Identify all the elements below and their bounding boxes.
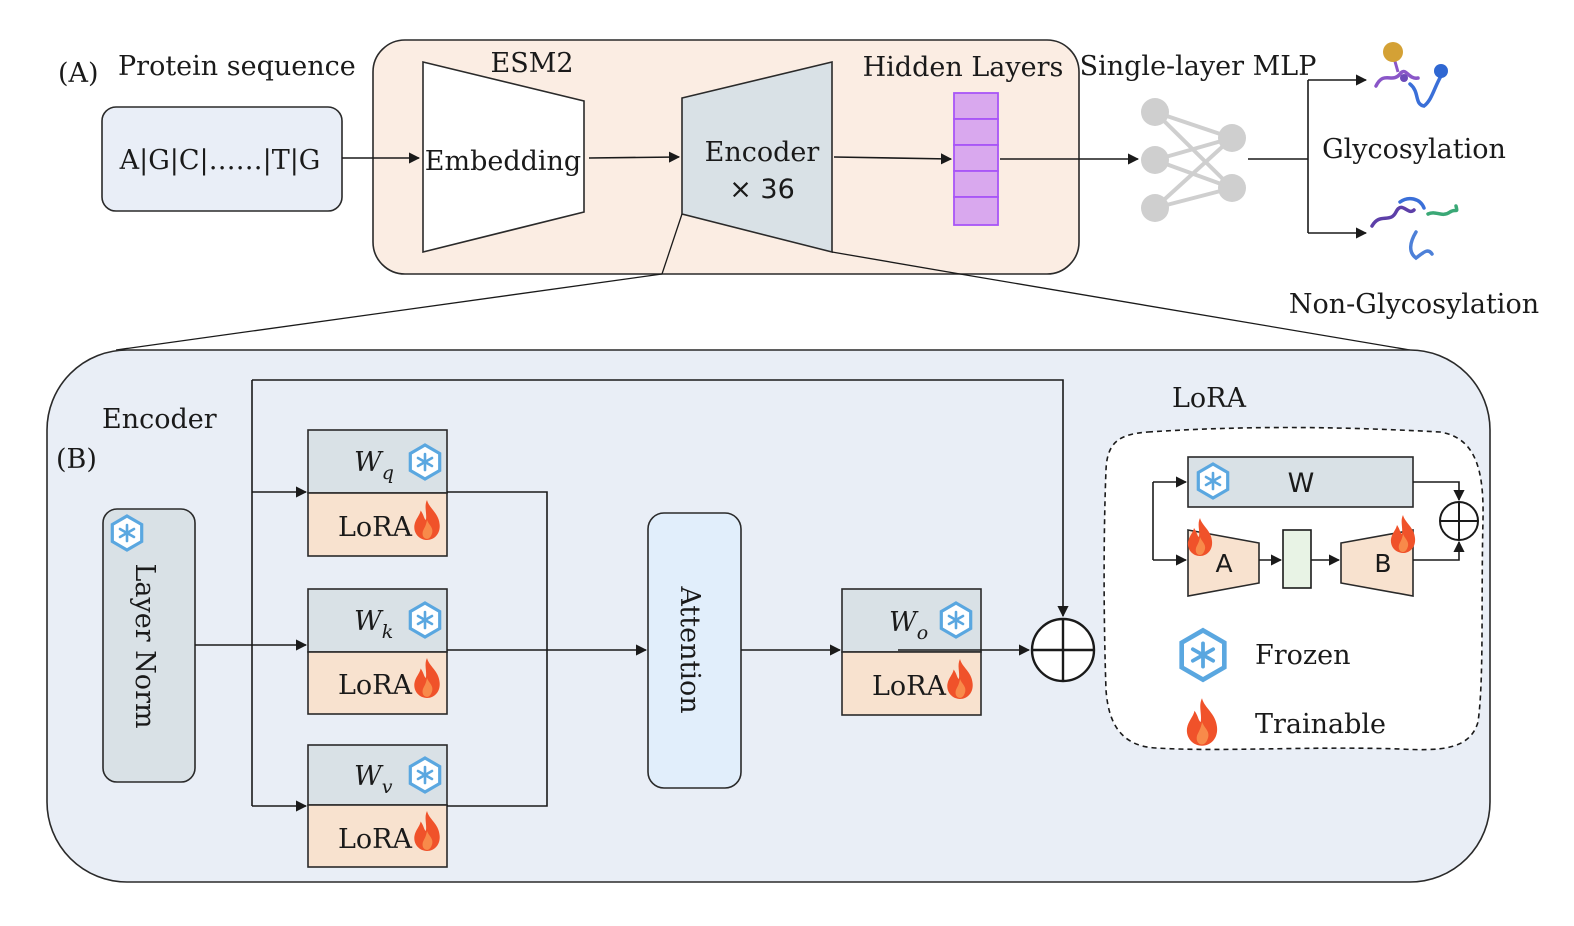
- zoom-line-left-stub: [661, 213, 683, 275]
- legend-trainable-label: Trainable: [1255, 709, 1386, 740]
- add-operator-icon: [1030, 617, 1096, 683]
- hidden-layer-cell: [953, 118, 999, 146]
- embedding-block: [422, 60, 585, 254]
- arrow-w-to-add: [1413, 481, 1465, 502]
- layer-norm-label: Layer Norm: [129, 563, 160, 728]
- encoder-detail-title: Encoder: [102, 404, 217, 435]
- lora-detail-title: LoRA: [1172, 383, 1247, 414]
- wo-lora-label: LoRA: [872, 671, 947, 702]
- hidden-layer-cell: [953, 196, 999, 226]
- lora-rank-bottleneck: [1282, 529, 1312, 589]
- hidden-layers-title: Hidden Layers: [863, 52, 1064, 83]
- panel-a-label: (A): [58, 58, 99, 89]
- wv-label: Wv: [354, 761, 393, 798]
- add-operator-icon: [1439, 501, 1479, 541]
- lora-a-label: A: [1215, 549, 1232, 578]
- wq-label: Wq: [354, 447, 394, 484]
- wo-label: Wo: [889, 607, 928, 644]
- zoom-line-right: [959, 273, 1411, 351]
- input-title: Protein sequence: [118, 51, 356, 82]
- hidden-layer-cell: [953, 170, 999, 198]
- lora-w-label: W: [1288, 468, 1315, 499]
- hidden-layers-stack: [953, 92, 999, 226]
- embedding-label: Embedding: [425, 146, 581, 177]
- encoder-repeat: × 36: [729, 174, 795, 205]
- arrow-encoder-to-hidden: [833, 153, 953, 165]
- snowflake-icon: [1182, 630, 1225, 679]
- snowflake-icon: [110, 514, 144, 552]
- non-glycosylation-label: Non-Glycosylation: [1289, 289, 1539, 320]
- snowflake-icon: [408, 443, 442, 481]
- encoder-label: Encoder: [705, 137, 820, 168]
- protein-chain-icon: [1370, 196, 1459, 261]
- sequence-box: [101, 106, 343, 212]
- snowflake-icon: [939, 601, 973, 639]
- arrow-embedding-to-encoder: [588, 151, 681, 163]
- arrow-b-to-add: [1413, 540, 1465, 561]
- legend-frozen-label: Frozen: [1255, 640, 1351, 671]
- wk-lora-label: LoRA: [338, 670, 413, 701]
- residual-connection: [252, 379, 1069, 618]
- wq-lora-label: LoRA: [338, 512, 413, 543]
- glycoprotein-icon: [1374, 42, 1448, 108]
- sequence-text: A|G|C|……|T|G: [119, 145, 321, 176]
- mlp-title: Single-layer MLP: [1080, 51, 1317, 82]
- snowflake-icon: [408, 601, 442, 639]
- esm2-title: ESM2: [490, 48, 573, 79]
- panel-b-label: (B): [56, 444, 97, 475]
- snowflake-icon: [1196, 462, 1230, 500]
- zoom-line-right-stub: [831, 251, 961, 275]
- zoom-line-left: [115, 273, 663, 351]
- neural-network-icon: [1141, 98, 1246, 222]
- snowflake-icon: [408, 756, 442, 794]
- hidden-layer-cell: [953, 92, 999, 120]
- wv-lora-label: LoRA: [338, 824, 413, 855]
- attention-label: Attention: [674, 585, 705, 713]
- qkv-merge-line: [447, 491, 548, 807]
- lora-b-label: B: [1374, 549, 1391, 578]
- hidden-layer-cell: [953, 144, 999, 172]
- glycosylation-label: Glycosylation: [1322, 134, 1506, 165]
- wk-label: Wk: [354, 606, 393, 643]
